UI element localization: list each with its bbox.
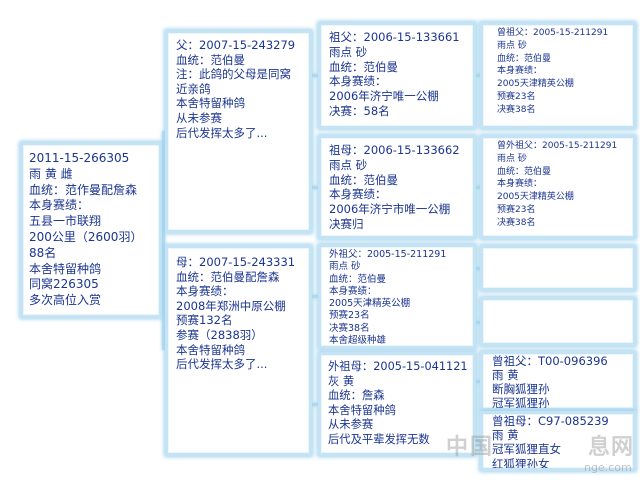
mother-line: 2008年郑洲中原公棚	[176, 298, 286, 313]
maternal-grandmother-line: 灰 黄	[328, 374, 355, 388]
father-box: 父：2007-15-243279 血统：范伯曼 注：此鸽的父母是同窝 近亲鸽 本…	[165, 30, 312, 233]
great-grandfather-maternal-line: 预赛23名	[497, 204, 536, 215]
maternal-grandfather-line: 本舍超级种雄	[329, 335, 387, 347]
great-grandfather-line: 本身赛绩：	[497, 66, 543, 77]
mother-box: 母：2007-15-243331 血统：范伯曼配詹森 本身赛绩： 2008年郑洲…	[165, 245, 312, 456]
connector-line	[312, 74, 318, 77]
maternal-grandmother-line: 从未参赛	[328, 418, 374, 432]
paternal-grandmother-line: 本身赛绩：	[329, 187, 387, 202]
great-grandfather-maternal-ring-number: 曾外祖父：2005-15-211291	[497, 141, 618, 151]
subject-line: 五县一市联翔	[29, 214, 102, 229]
great-grandfather-line: 2005天津精英公棚	[497, 79, 574, 90]
connector-line	[162, 131, 165, 350]
great-grandfather-maternal-line: 2005天津精英公棚	[497, 192, 574, 203]
mother-line: 后代发挥太多了...	[176, 357, 268, 372]
paternal-grandfather-line: 本身赛绩：	[329, 74, 387, 89]
great-grandmother-line: 红狐狸孙女	[492, 456, 550, 471]
maternal-grandmother-line: 本舍特留种鸽	[328, 403, 396, 417]
paternal-grandfather-line: 雨点 砂	[329, 44, 368, 59]
great-grandmother-box: 曾祖母：C97-085239 雨 黄 冠军狐狸直女 红狐狸孙女	[480, 411, 636, 471]
empty-pedigree-box	[480, 245, 636, 291]
paternal-grandmother-line: 血统：范伯曼	[329, 172, 398, 187]
mother-ring-number: 母：2007-15-243331	[176, 255, 296, 269]
connector-line	[312, 295, 318, 298]
great-grandfather-maternal-line: 决赛38名	[497, 217, 536, 228]
great-grandfather-lower-line: 断胸狐狸孙	[492, 382, 550, 396]
paternal-grandfather-line: 2006年济宁唯一公棚	[329, 89, 439, 104]
great-grandfather-lower-line: 雨 黄	[492, 368, 519, 382]
paternal-grandmother-line: 雨点 砂	[329, 157, 368, 172]
maternal-grandfather-line: 血统：范伯曼	[329, 273, 387, 285]
great-grandfather-line: 雨点 砂	[497, 40, 527, 51]
subject-line: 200公里（2600羽）	[29, 229, 143, 244]
great-grandfather-lower-ring-number: 曾祖父：T00-096396	[492, 354, 608, 368]
paternal-grandmother-line: 决赛归	[329, 216, 364, 231]
father-line: 本舍特留种鸽	[176, 96, 245, 111]
paternal-grandfather-ring-number: 祖父：2006-15-133661	[329, 30, 460, 44]
connector-line	[312, 403, 318, 406]
great-grandfather-line: 预赛23名	[497, 91, 536, 102]
subject-line: 本身赛绩：	[29, 198, 90, 213]
great-grandfather-line: 决赛38名	[497, 104, 536, 115]
mother-line: 预赛132名	[176, 313, 233, 328]
paternal-grandfather-line: 决赛：58名	[329, 103, 390, 118]
connector-line	[476, 74, 480, 77]
great-grandmother-line: 冠军狐狸直女	[492, 442, 561, 457]
great-grandfather-box-lower: 曾祖父：T00-096396 雨 黄 断胸狐狸孙 冠军狐狸孙	[480, 351, 636, 411]
mother-line: 本身赛绩：	[176, 284, 234, 299]
great-grandmother-ring-number: 曾祖母：C97-085239	[492, 414, 609, 428]
subject-line: 雨 黄 雌	[29, 166, 73, 181]
maternal-grandmother-line: 后代及平辈发挥无数	[328, 432, 430, 446]
mother-line: 参赛（2838羽）	[176, 327, 263, 342]
subject-line: 多次高位入赏	[29, 293, 102, 308]
maternal-grandmother-line: 血统：詹森	[328, 389, 385, 403]
great-grandmother-line: 雨 黄	[492, 428, 519, 443]
great-grandfather-maternal-line: 本身赛绩：	[497, 179, 543, 190]
great-grandfather-maternal-line: 血统：范伯曼	[497, 166, 552, 177]
paternal-grandmother-box: 祖母：2006-15-133662 雨点 砂 血统：范伯曼 本身赛绩： 2006…	[318, 135, 476, 239]
maternal-grandfather-ring-number: 外祖父：2005-15-211291	[329, 249, 447, 260]
connector-line	[476, 380, 480, 383]
connector-line	[476, 267, 480, 270]
maternal-grandfather-line: 预赛23名	[329, 310, 370, 322]
great-grandfather-maternal-box: 曾外祖父：2005-15-211291 雨点 砂 血统：范伯曼 本身赛绩： 20…	[480, 135, 636, 239]
paternal-grandfather-box: 祖父：2006-15-133661 雨点 砂 血统：范伯曼 本身赛绩： 2006…	[318, 22, 476, 129]
father-line: 近亲鸽	[176, 81, 211, 96]
subject-line: 同窝226305	[29, 277, 99, 292]
maternal-grandmother-box: 外祖母：2005-15-041121 灰 黄 血统：詹森 本舍特留种鸽 从未参赛…	[318, 352, 476, 456]
mother-line: 血统：范伯曼配詹森	[176, 269, 280, 284]
subject-line: 本舍特留种鸽	[29, 261, 102, 276]
paternal-grandmother-ring-number: 祖母：2006-15-133662	[329, 143, 460, 157]
maternal-grandmother-ring-number: 外祖母：2005-15-041121	[328, 360, 468, 373]
subject-line: 88名	[29, 245, 57, 260]
father-line: 从未参赛	[176, 110, 222, 125]
connector-line	[476, 321, 480, 324]
father-line: 后代发挥太多了...	[176, 125, 268, 140]
maternal-grandfather-box: 外祖父：2005-15-211291 雨点 砂 血统：范伯曼 本身赛绩： 200…	[318, 244, 476, 349]
great-grandfather-line: 血统：范伯曼	[497, 53, 552, 64]
father-line: 注：此鸽的父母是同窝	[176, 67, 291, 82]
maternal-grandfather-line: 雨点 砂	[329, 261, 361, 273]
maternal-grandfather-line: 2005天津精英公棚	[329, 298, 411, 310]
subject-ring-number: 2011-15-266305	[29, 151, 130, 165]
connector-line	[476, 186, 480, 189]
subject-line: 血统：范作曼配詹森	[29, 182, 138, 197]
great-grandfather-ring-number: 曾祖父：2005-15-211291	[497, 28, 609, 38]
great-grandfather-lower-line: 冠军狐狸孙	[492, 396, 550, 410]
empty-pedigree-box	[480, 297, 636, 346]
connector-line	[476, 440, 480, 443]
mother-line: 本舍特留种鸽	[176, 342, 245, 357]
paternal-grandfather-line: 血统：范伯曼	[329, 59, 398, 74]
father-line: 血统：范伯曼	[176, 52, 245, 67]
great-grandfather-box: 曾祖父：2005-15-211291 雨点 砂 血统：范伯曼 本身赛绩： 200…	[480, 22, 636, 129]
maternal-grandfather-line: 本身赛绩：	[329, 285, 377, 297]
subject-pigeon-box: 2011-15-266305 雨 黄 雌 血统：范作曼配詹森 本身赛绩： 五县一…	[20, 142, 162, 318]
paternal-grandmother-line: 2006年济宁市唯一公棚	[329, 202, 451, 217]
great-grandfather-maternal-line: 雨点 砂	[497, 153, 527, 164]
father-ring-number: 父：2007-15-243279	[176, 38, 296, 52]
connector-line	[312, 186, 318, 189]
maternal-grandfather-line: 决赛38名	[329, 322, 370, 334]
